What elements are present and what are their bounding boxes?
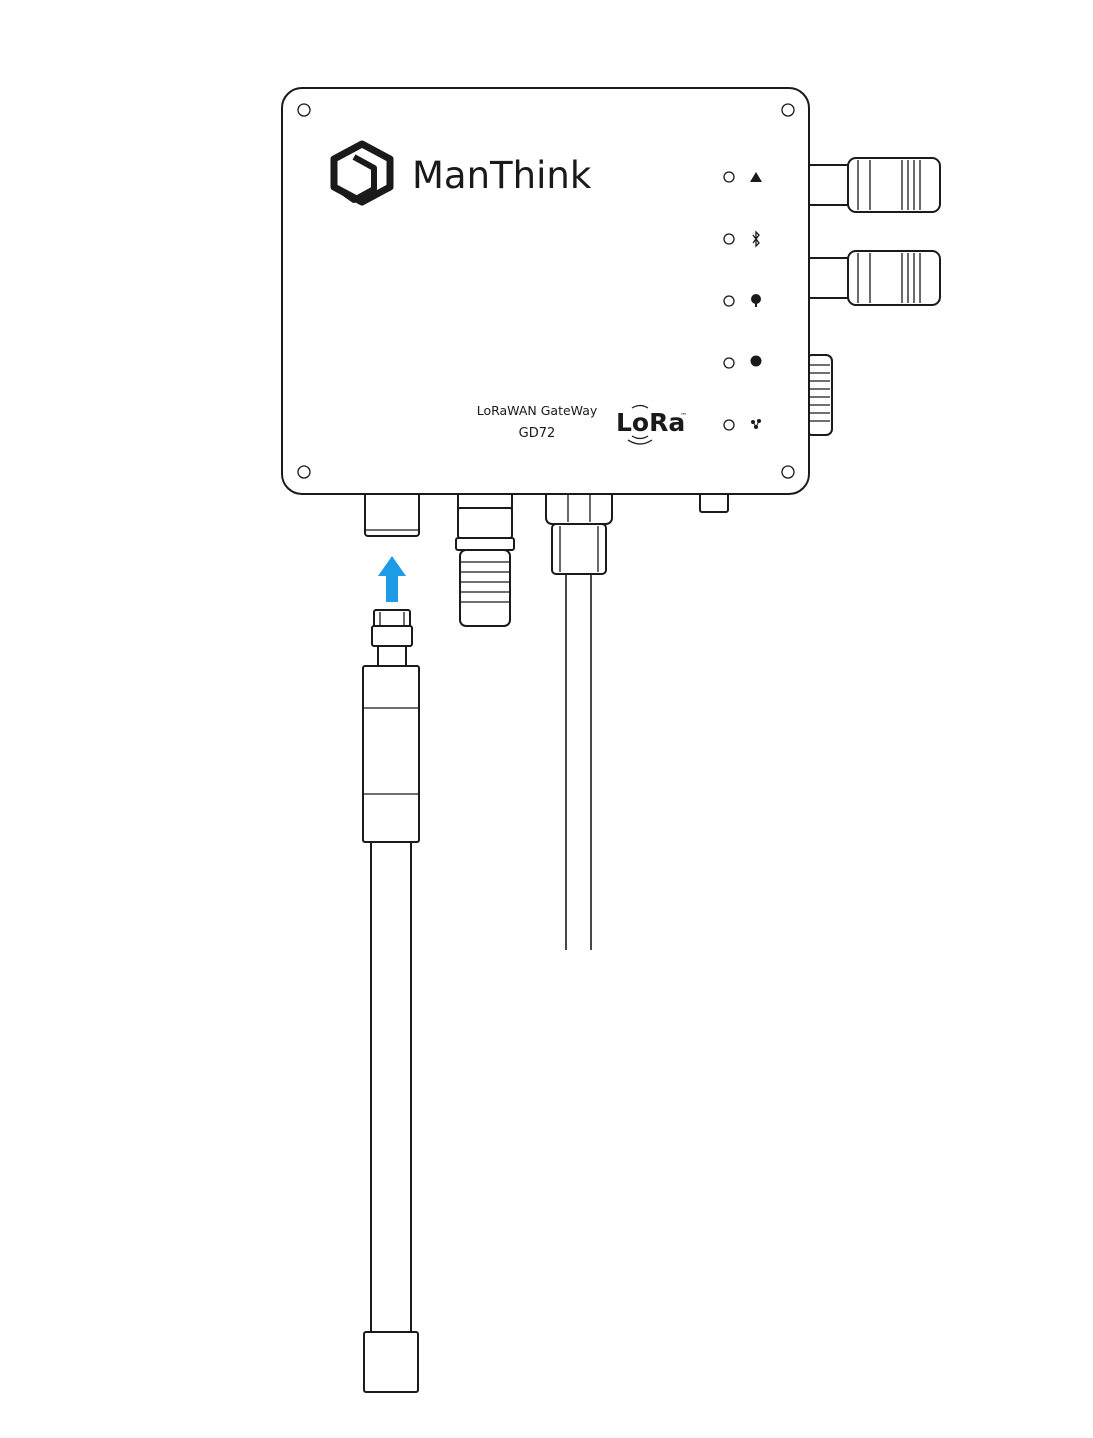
- signal-icon: [751, 294, 761, 307]
- network-icon: [751, 419, 761, 429]
- manthink-logo-icon: [330, 140, 394, 206]
- side-connector-middle: [807, 250, 941, 306]
- model-label: GD72: [519, 426, 556, 441]
- triangle-icon: [750, 172, 762, 182]
- indicator-led: [723, 419, 735, 431]
- indicator-led: [723, 233, 735, 245]
- indicator-led: [723, 295, 735, 307]
- brand-name: ManThink: [412, 154, 592, 197]
- indicator-led: [723, 357, 735, 369]
- bottom-connector: [455, 489, 515, 627]
- side-connector-top: [807, 157, 941, 213]
- cable-gland: [545, 489, 613, 950]
- lora-logo-text: LoRa: [616, 408, 685, 437]
- power-dot-icon: [750, 355, 762, 367]
- bluetooth-icon: [752, 230, 760, 248]
- indicator-led: [723, 171, 735, 183]
- antenna-port: [364, 489, 420, 537]
- lora-trademark: ™: [680, 412, 687, 420]
- antenna: [362, 609, 420, 1393]
- lora-logo: LoRa ™: [616, 404, 687, 445]
- indicator-leds: [723, 171, 762, 431]
- product-line-label: LoRaWAN GateWay: [477, 403, 598, 418]
- lora-wave-icon: [631, 435, 649, 440]
- insert-direction-arrow-icon: [378, 556, 406, 602]
- gateway-enclosure: [281, 87, 810, 495]
